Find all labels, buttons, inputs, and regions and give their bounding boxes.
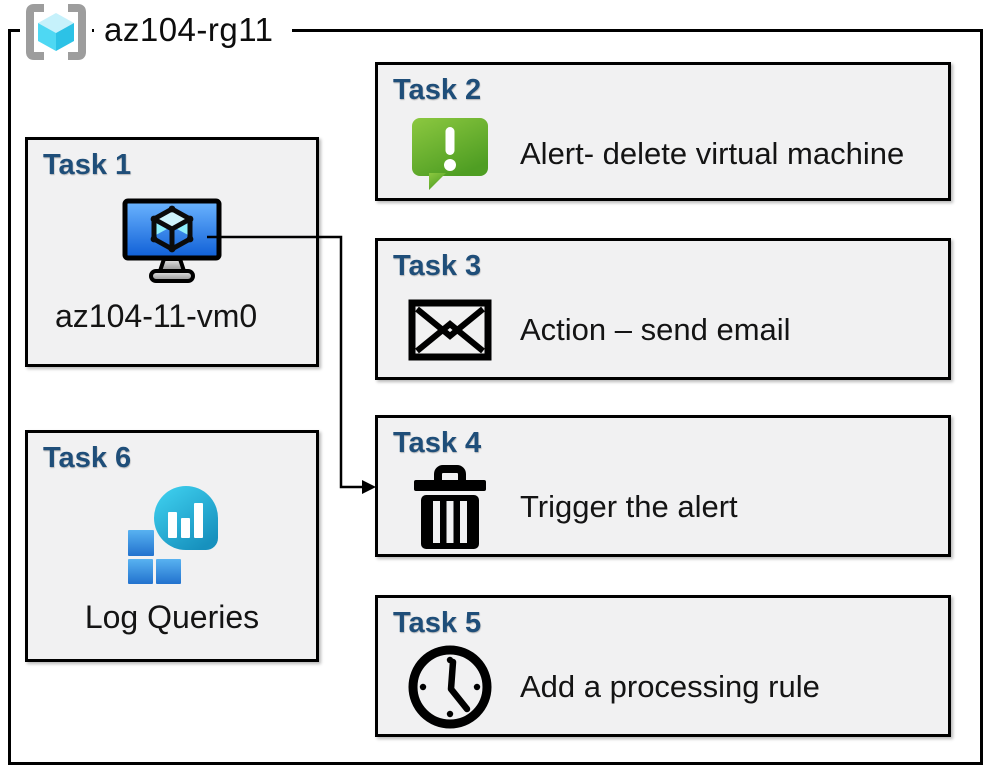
trash-icon xyxy=(406,463,494,551)
task-box-1: Task 1 xyxy=(25,137,319,367)
task-4-label: Trigger the alert xyxy=(520,489,738,525)
clock-icon xyxy=(406,643,494,731)
task-1-heading: Task 1 xyxy=(43,149,132,181)
task-box-6: Task 6 Log Queries xyxy=(25,430,319,662)
log-queries-icon xyxy=(28,484,316,585)
task-6-heading: Task 6 xyxy=(43,442,132,474)
task-box-4: Task 4 Trigger the alert xyxy=(375,415,951,557)
email-envelope-icon xyxy=(406,286,494,374)
virtual-machine-icon xyxy=(28,198,316,286)
task-4-heading: Task 4 xyxy=(393,427,482,459)
resource-group-title: az104-rg11 xyxy=(94,9,292,51)
task-2-heading: Task 2 xyxy=(393,74,482,106)
alert-message-icon xyxy=(406,110,494,198)
task-3-label: Action – send email xyxy=(520,312,791,348)
task-box-2: Task 2 Alert- delete virtual machine xyxy=(375,62,951,201)
task-6-label: Log Queries xyxy=(84,599,260,636)
task-3-heading: Task 3 xyxy=(393,250,482,282)
task-5-heading: Task 5 xyxy=(393,607,482,639)
task-box-5: Task 5 Add a processing rule xyxy=(375,595,951,737)
task-5-label: Add a processing rule xyxy=(520,669,820,705)
task-2-label: Alert- delete virtual machine xyxy=(520,136,905,172)
resource-group-icon xyxy=(20,1,92,63)
task-box-3: Task 3 Action – send email xyxy=(375,238,951,380)
task-1-label: az104-11-vm0 xyxy=(55,298,258,335)
